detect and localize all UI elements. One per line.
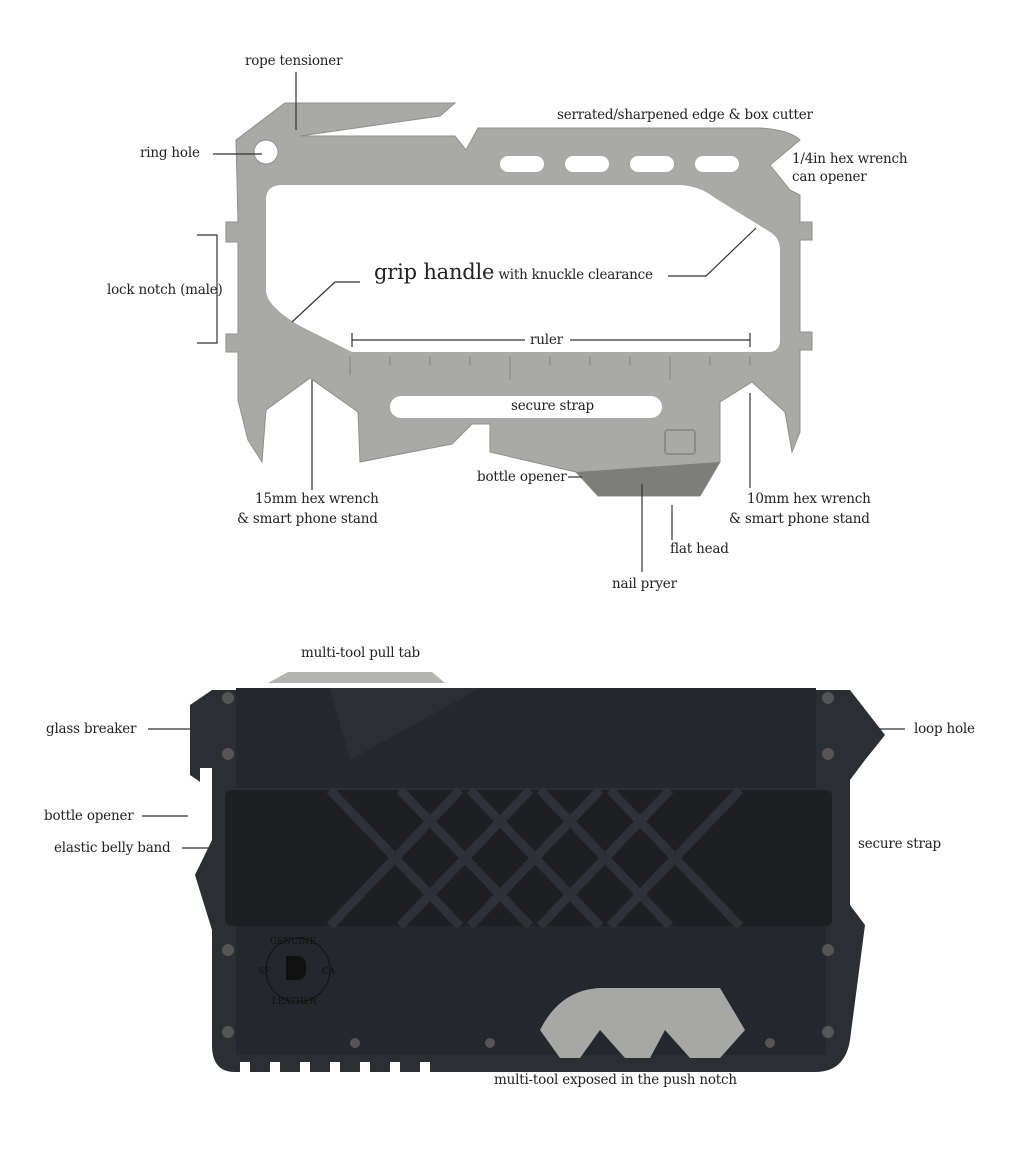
- label-serrated-edge: serrated/sharpened edge & box cutter: [557, 107, 813, 123]
- label-pull-tab: multi-tool pull tab: [301, 645, 420, 661]
- stamp-genuine: GENUINE: [270, 937, 316, 947]
- label-belly-band: elastic belly band: [54, 840, 171, 856]
- label-grip-handle: grip handle with knuckle clearance: [374, 262, 653, 285]
- wallet: [190, 672, 885, 1074]
- label-bottle-opener-wallet: bottle opener: [44, 808, 134, 824]
- label-hex-15mm: 15mm hex wrench: [255, 491, 379, 507]
- label-secure-strap-wallet: secure strap: [858, 836, 942, 852]
- label-flat-head: flat head: [670, 541, 729, 557]
- band-crosshatch: [326, 786, 744, 930]
- label-ruler: ruler: [530, 332, 563, 348]
- brand-logo-icon: [286, 956, 306, 980]
- label-can-opener: can opener: [792, 169, 867, 185]
- label-hex-15mm-sub: & smart phone stand: [237, 511, 378, 527]
- label-lock-notch: lock notch (male): [107, 282, 223, 298]
- label-nail-pryer: nail pryer: [612, 576, 677, 592]
- stamp-ca: CA: [322, 967, 335, 977]
- stamp-leather: LEATHER: [272, 997, 317, 1007]
- multitool-card: [225, 102, 813, 497]
- grip-handle-sub: with knuckle clearance: [498, 267, 653, 283]
- label-secure-strap: secure strap: [511, 398, 595, 414]
- label-hex-quarter: 1/4in hex wrench: [792, 151, 908, 167]
- label-ring-hole: ring hole: [140, 145, 200, 161]
- label-glass-breaker: glass breaker: [46, 721, 137, 737]
- screws: [222, 692, 834, 1048]
- label-hex-10mm-sub: & smart phone stand: [729, 511, 870, 527]
- label-bottle-opener: bottle opener: [477, 469, 567, 485]
- label-hex-10mm: 10mm hex wrench: [747, 491, 871, 507]
- stamp-sf: SF: [258, 967, 271, 977]
- label-rope-tensioner: rope tensioner: [245, 53, 343, 69]
- grip-handle-title: grip handle: [374, 260, 495, 284]
- label-push-notch: multi-tool exposed in the push notch: [494, 1072, 737, 1088]
- label-loop-hole: loop hole: [914, 721, 975, 737]
